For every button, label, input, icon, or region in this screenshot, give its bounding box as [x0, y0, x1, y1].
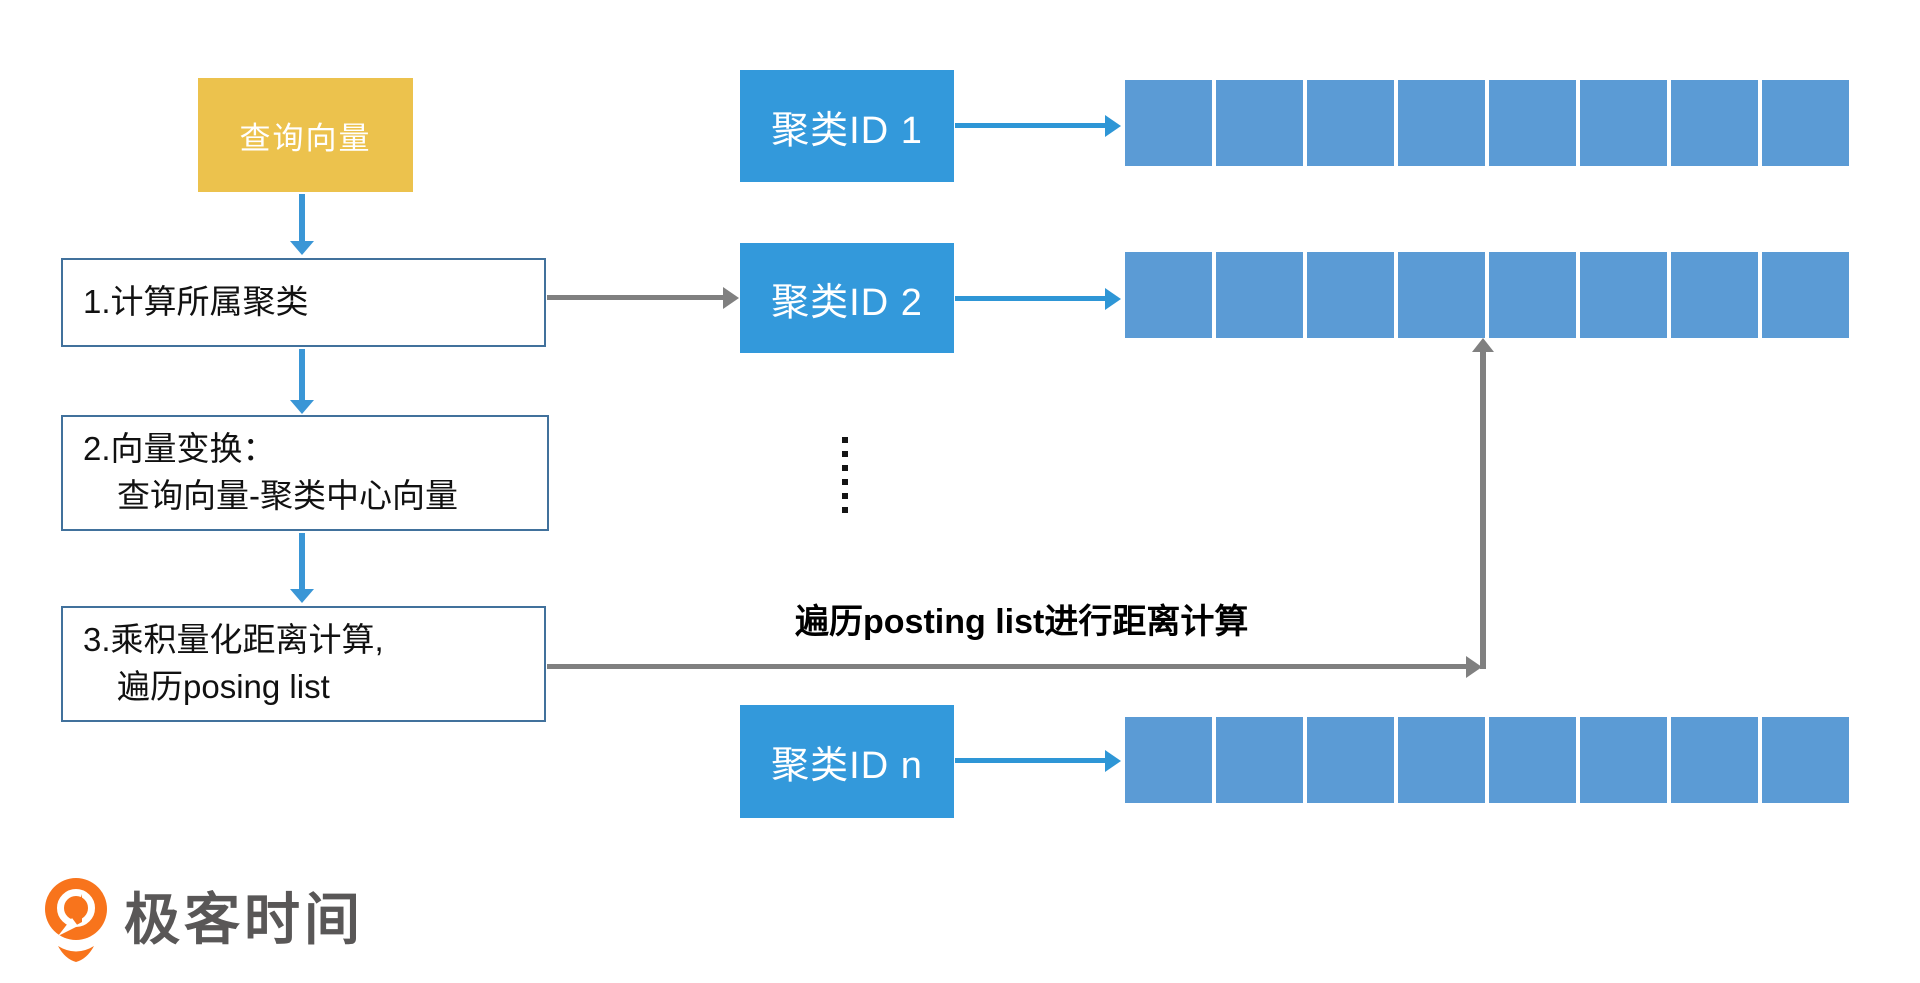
- ellipsis-dot: [842, 507, 848, 513]
- arrow-step1-to-step2: [290, 349, 314, 414]
- posting-list-cell: [1398, 252, 1485, 338]
- arrow-right-icon: [723, 286, 739, 309]
- posting-list-cell: [1125, 252, 1212, 338]
- cluster-id-2-box: 聚类ID 2: [740, 243, 954, 353]
- ellipsis-dot: [842, 493, 848, 499]
- posting-list-cell: [1216, 252, 1303, 338]
- posting-list-cell: [1762, 252, 1849, 338]
- posting-list-cell: [1671, 80, 1758, 166]
- posting-list-row-1: [1125, 80, 1849, 166]
- posting-list-cell: [1216, 717, 1303, 803]
- cluster-id-n-label: 聚类ID n: [771, 745, 923, 787]
- arrow-clustern-to-list: [955, 749, 1121, 772]
- ellipsis-dot: [842, 479, 848, 485]
- arrow-up-icon: [1472, 338, 1494, 352]
- brand-logo-lockup: 极客时间: [42, 876, 364, 964]
- arrow-step1-to-cluster2: [547, 286, 739, 309]
- posting-list-cell: [1671, 252, 1758, 338]
- step3-line1: 3.乘积量化距离计算,: [83, 621, 384, 659]
- posting-list-cell: [1307, 252, 1394, 338]
- ellipsis-dot: [842, 465, 848, 471]
- vertical-ellipsis-icon: [842, 437, 848, 513]
- posting-list-cell: [1580, 717, 1667, 803]
- arrow-step3-traverse-horizontal: [547, 655, 1482, 678]
- arrow-step2-to-step3: [290, 533, 314, 603]
- posting-list-cell: [1125, 80, 1212, 166]
- traverse-label: 遍历posting list进行距离计算: [795, 603, 1249, 641]
- arrow-cluster1-to-list: [955, 114, 1121, 137]
- brand-name: 极客时间: [124, 888, 364, 951]
- arrow-query-to-step1: [290, 194, 314, 255]
- query-vector-box: 查询向量: [198, 78, 413, 192]
- posting-list-cell: [1489, 80, 1576, 166]
- cluster-id-n-box: 聚类ID n: [740, 705, 954, 818]
- posting-list-cell: [1307, 717, 1394, 803]
- ellipsis-dot: [842, 451, 848, 457]
- posting-list-cell: [1762, 717, 1849, 803]
- posting-list-cell: [1580, 252, 1667, 338]
- step3-line2: 遍历posing list: [117, 668, 330, 705]
- posting-list-row-2: [1125, 252, 1849, 338]
- cluster-id-2-label: 聚类ID 2: [771, 281, 923, 324]
- arrow-cluster2-to-list: [955, 287, 1121, 310]
- arrow-right-icon: [1105, 287, 1121, 310]
- posting-list-row-n: [1125, 717, 1849, 803]
- arrow-down-icon: [290, 589, 314, 603]
- posting-list-cell: [1125, 717, 1212, 803]
- posting-list-cell: [1671, 717, 1758, 803]
- posting-list-cell: [1580, 80, 1667, 166]
- posting-list-cell: [1398, 717, 1485, 803]
- arrow-down-icon: [290, 400, 314, 414]
- step1-box: 1.计算所属聚类: [61, 258, 546, 347]
- step2-box: 2.向量变换： 查询向量-聚类中心向量: [61, 415, 549, 531]
- step1-line1: 1.计算所属聚类: [83, 283, 309, 321]
- arrow-right-icon: [1466, 655, 1482, 678]
- cluster-id-1-box: 聚类ID 1: [740, 70, 954, 182]
- geektime-logo-icon: [45, 878, 107, 962]
- ellipsis-dot: [842, 437, 848, 443]
- cluster-id-1-label: 聚类ID 1: [771, 109, 923, 152]
- step2-line1: 2.向量变换：: [83, 430, 276, 468]
- query-vector-label: 查询向量: [239, 120, 372, 156]
- arrow-traverse-up-to-row2: [1472, 338, 1494, 669]
- step2-line2: 查询向量-聚类中心向量: [117, 477, 458, 514]
- arrow-right-icon: [1105, 749, 1121, 772]
- arrow-down-icon: [290, 241, 314, 255]
- posting-list-cell: [1489, 252, 1576, 338]
- arrow-right-icon: [1105, 114, 1121, 137]
- posting-list-cell: [1762, 80, 1849, 166]
- posting-list-cell: [1489, 717, 1576, 803]
- step3-box: 3.乘积量化距离计算, 遍历posing list: [61, 606, 546, 722]
- posting-list-cell: [1216, 80, 1303, 166]
- posting-list-cell: [1307, 80, 1394, 166]
- posting-list-cell: [1398, 80, 1485, 166]
